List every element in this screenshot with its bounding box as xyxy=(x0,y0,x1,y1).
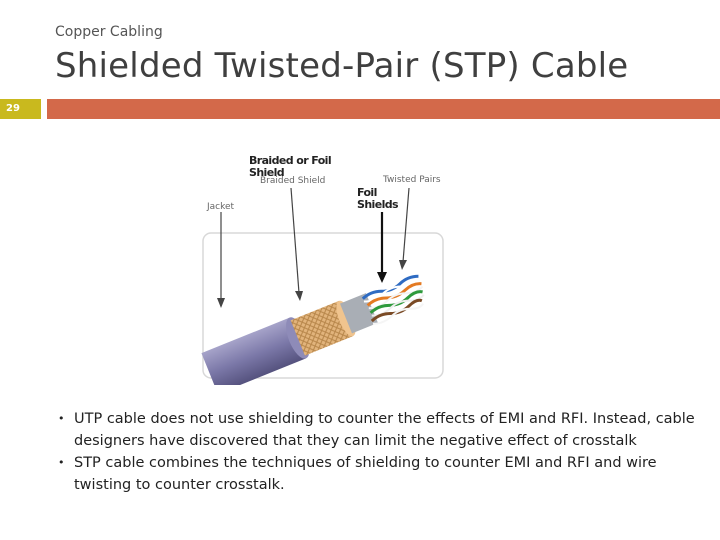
bullet-item: • STP cable combines the techniques of s… xyxy=(58,452,698,496)
bullet-icon: • xyxy=(58,412,65,425)
cable-figure: Jacket Braided Shield Twisted Pairs Brai… xyxy=(195,150,465,394)
label-braided-or-foil-shield: Braided or Foil Shield xyxy=(249,154,332,179)
bullet-text: UTP cable does not use shielding to coun… xyxy=(74,411,695,449)
jacket xyxy=(201,317,307,394)
label-foil-shields: Foil Shields xyxy=(357,186,399,211)
pointer-jacket-head xyxy=(217,298,225,308)
bullet-item: • UTP cable does not use shielding to co… xyxy=(58,408,698,452)
slide-subtitle: Copper Cabling xyxy=(55,24,163,40)
pointer-braided-head xyxy=(295,291,303,301)
slide-number-box: 29 xyxy=(0,99,41,119)
label-jacket: Jacket xyxy=(207,202,235,212)
pointer-twisted xyxy=(402,187,410,263)
bullet-text: STP cable combines the techniques of shi… xyxy=(74,455,657,493)
bullet-icon: • xyxy=(58,456,65,469)
pointer-foil-head xyxy=(377,272,387,283)
slide-title: Shielded Twisted-Pair (STP) Cable xyxy=(55,46,629,86)
label-braided-shield: Braided Shield xyxy=(260,176,326,186)
pointer-twisted-head xyxy=(399,260,407,270)
cable-illustration xyxy=(201,187,444,394)
cable-body xyxy=(201,274,425,394)
twisted-pairs xyxy=(361,274,425,325)
slide-number: 29 xyxy=(6,103,20,114)
bullet-list: • UTP cable does not use shielding to co… xyxy=(58,408,698,496)
header-divider-bar xyxy=(47,99,720,119)
pointer-braided xyxy=(290,187,300,294)
label-twisted-pairs: Twisted Pairs xyxy=(383,175,441,185)
